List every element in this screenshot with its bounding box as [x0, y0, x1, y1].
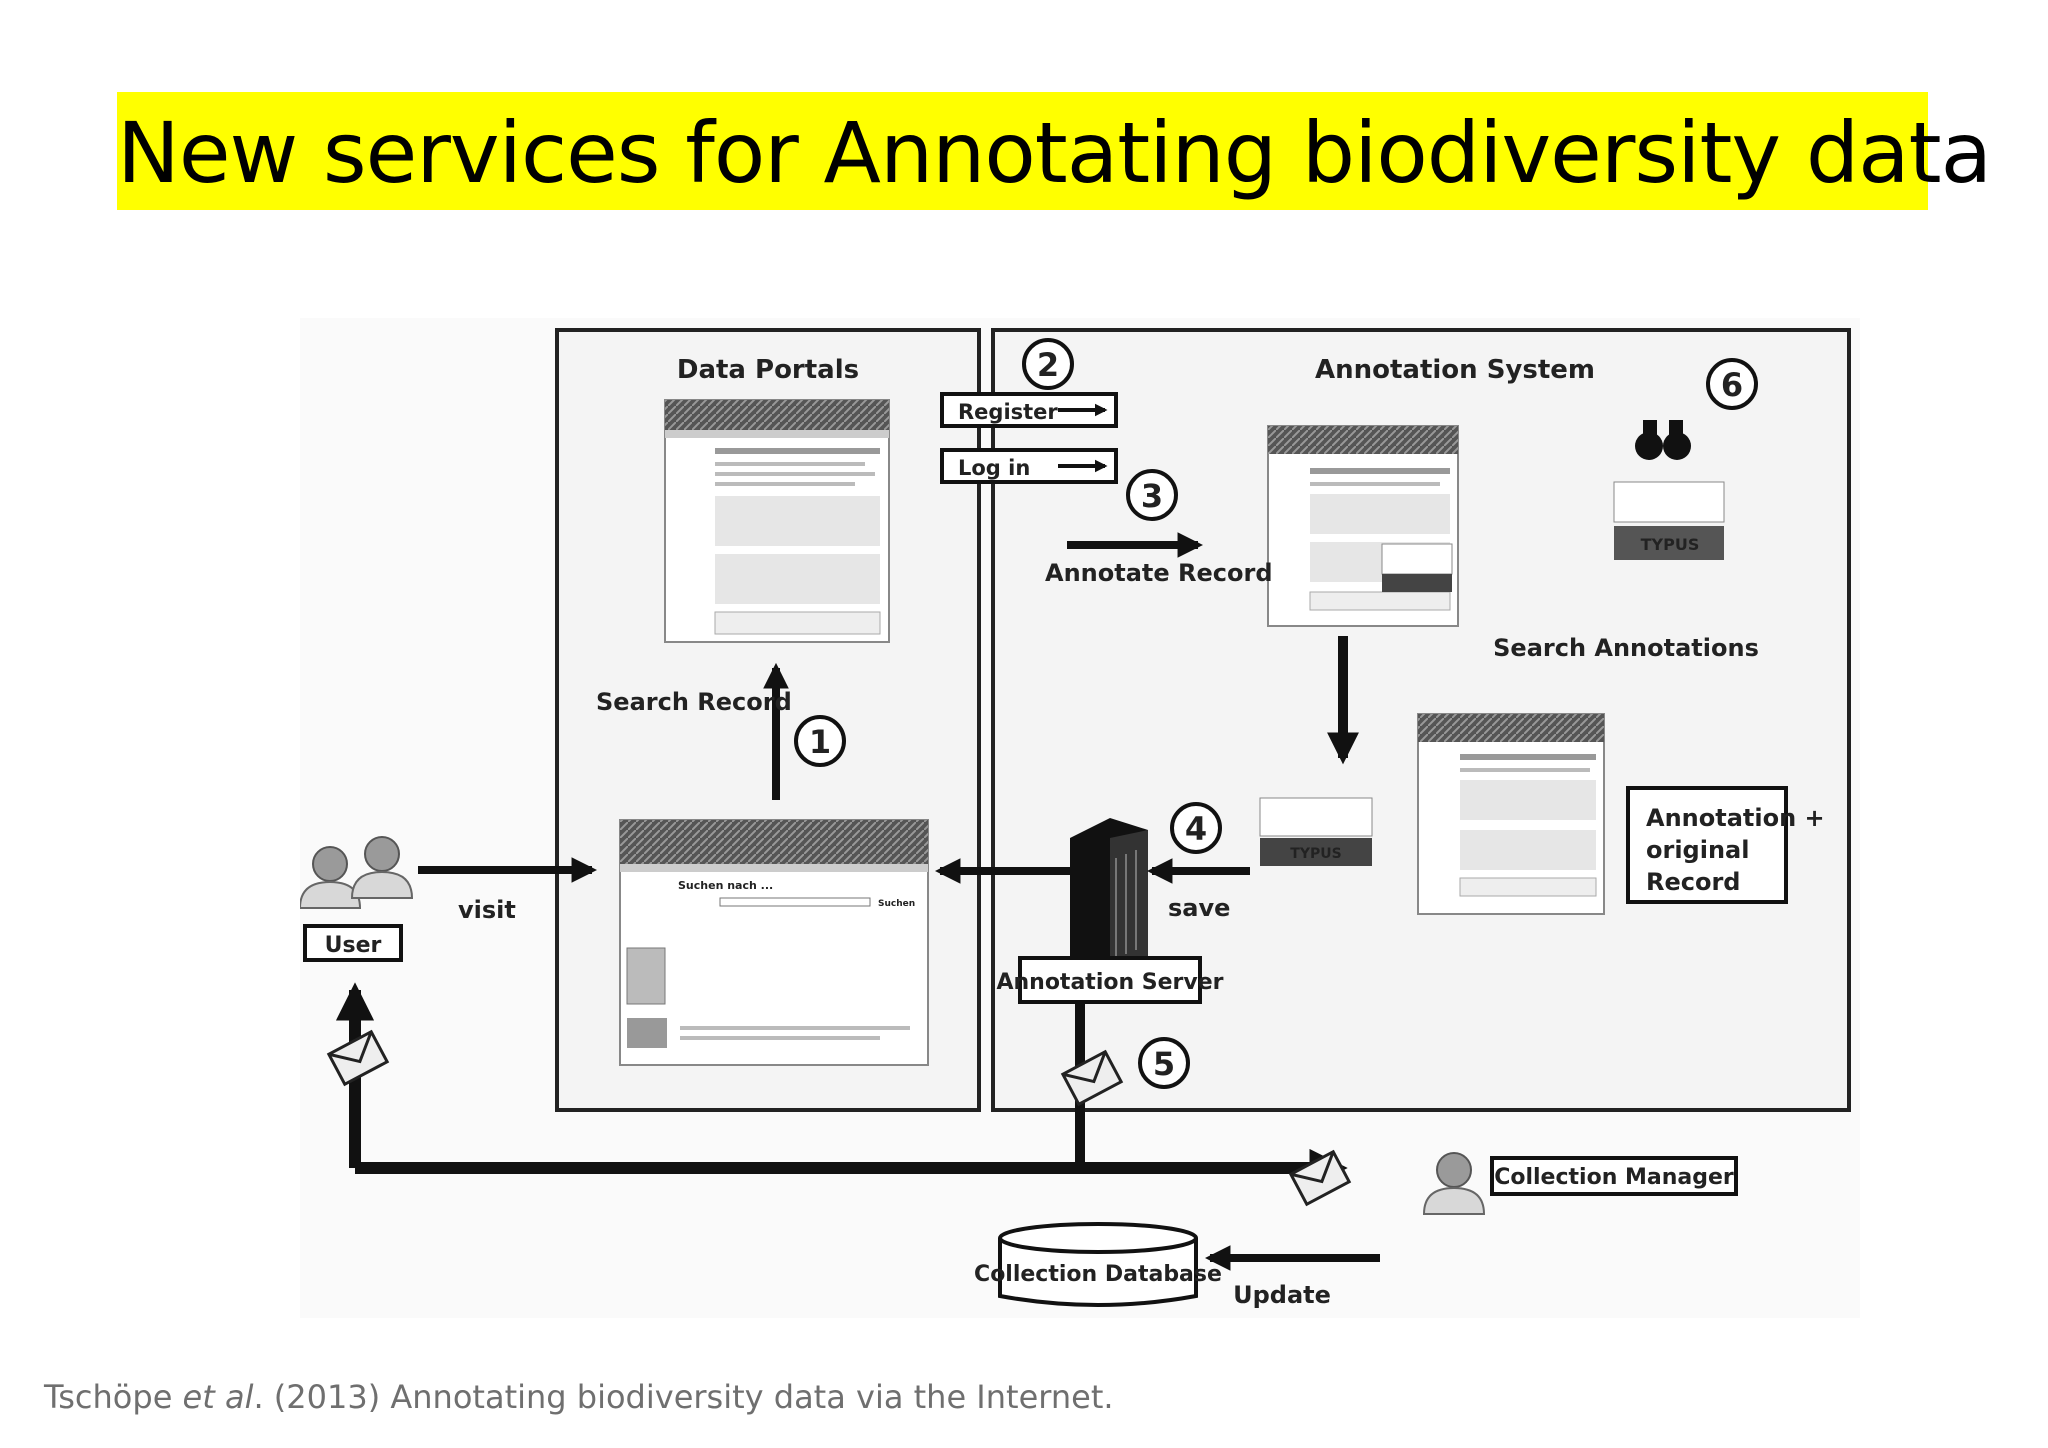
step-5-label: 5 — [1153, 1045, 1175, 1083]
step-1-circle — [794, 715, 846, 767]
annotation-original-box — [1626, 786, 1788, 904]
user-box — [303, 924, 403, 962]
portal-search-label: Suchen nach ... — [678, 879, 773, 892]
annotation-label-specimen: TYPUS — [1259, 797, 1373, 866]
visit-label: visit — [458, 896, 516, 924]
caption-rest: . (2013) Annotating biodiversity data vi… — [253, 1378, 1114, 1416]
portal-search-button: Suchen — [878, 899, 915, 909]
step-4-circle — [1170, 802, 1222, 854]
typus-label-left: TYPUS — [1290, 846, 1341, 862]
user-label: User — [325, 933, 382, 958]
server-icon — [1070, 818, 1148, 986]
step-6-circle — [1706, 358, 1758, 410]
register-label: Register — [958, 400, 1058, 424]
step-5-circle — [1138, 1037, 1190, 1089]
caption-authors: Tschöpe — [44, 1378, 183, 1416]
save-label: save — [1168, 894, 1230, 922]
portal-search-screenshot: Suchen nach ... Suchen — [619, 819, 929, 1066]
annotate-record-label: Annotate Record — [1045, 559, 1273, 587]
collection-database-label: Collection Database — [974, 1262, 1222, 1287]
binoculars-icon — [1635, 420, 1691, 460]
typus-label-right: TYPUS — [1641, 535, 1700, 554]
annotation-result-screenshot — [1417, 713, 1605, 915]
update-label: Update — [1233, 1281, 1331, 1309]
annotation-server-box — [1018, 956, 1202, 1004]
collection-manager-label: Collection Manager — [1494, 1165, 1734, 1190]
caption-etal: et al — [182, 1378, 254, 1416]
annotation-box-line3: Record — [1646, 868, 1741, 896]
annotation-server-label: Annotation Server — [996, 970, 1223, 995]
portal-record-screenshot — [664, 399, 890, 643]
annotation-box-line1: Annotation + — [1646, 804, 1825, 832]
annotation-record-screenshot — [1267, 425, 1459, 627]
title-highlight — [117, 92, 1928, 210]
collection-manager-box — [1490, 1156, 1738, 1196]
step-4-label: 4 — [1185, 810, 1207, 848]
annotation-box-line2: original — [1646, 836, 1749, 864]
login-label: Log in — [958, 456, 1030, 480]
citation-caption: Tschöpe et al. (2013) Annotating biodive… — [44, 1378, 1114, 1416]
workflow-diagram: Data Portals Annotation System Suchen na… — [300, 318, 1860, 1318]
annotation-system-title: Annotation System — [1315, 355, 1595, 385]
search-annotations-label: Search Annotations — [1493, 634, 1759, 662]
step-2-circle — [1022, 338, 1074, 390]
step-1-label: 1 — [809, 723, 831, 761]
step-2-label: 2 — [1037, 346, 1059, 384]
data-portals-title: Data Portals — [677, 355, 859, 385]
search-annotations-specimen: TYPUS — [1613, 481, 1725, 560]
step-3-circle — [1126, 469, 1178, 521]
step-6-label: 6 — [1721, 366, 1743, 404]
step-3-label: 3 — [1141, 477, 1163, 515]
page-title: New services for Annotating biodiversity… — [117, 104, 1992, 202]
collection-database-icon — [998, 1222, 1198, 1307]
search-record-label: Search Record — [596, 688, 792, 716]
